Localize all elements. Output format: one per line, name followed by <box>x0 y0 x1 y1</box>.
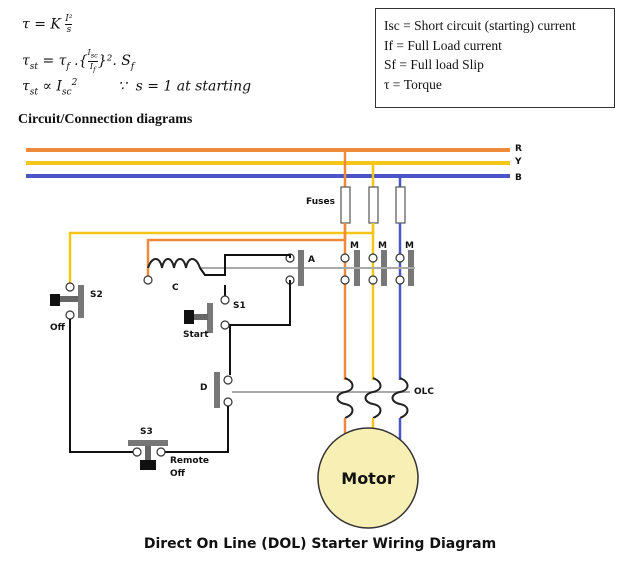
switch-s2-off-label: Off <box>50 323 66 333</box>
phase-label-b: B <box>515 173 522 183</box>
control-wire-black-d <box>165 406 229 453</box>
coil-c-label: C <box>172 283 179 293</box>
switch-s3 <box>128 440 168 470</box>
aux-contact-a-label: A <box>308 255 315 265</box>
legend-box: Isc = Short circuit (starting) current I… <box>375 8 615 108</box>
fuse-y <box>368 186 379 224</box>
legend-if: If = Full Load current <box>384 37 502 53</box>
control-wire-black-a <box>229 280 291 375</box>
contact-m-label-1: M <box>350 241 359 251</box>
diagram-caption: Direct On Line (DOL) Starter Wiring Diag… <box>143 536 497 552</box>
switch-s1 <box>184 295 230 333</box>
contact-m-label-2: M <box>378 241 387 251</box>
switch-s1-start-label: Start <box>183 330 209 340</box>
phase-label-y: Y <box>514 157 522 167</box>
fuses-label: Fuses <box>306 197 335 207</box>
aux-contact-a <box>298 250 304 286</box>
legend-sf: Sf = Full load Slip <box>384 57 484 72</box>
coil-c <box>147 258 201 269</box>
section-heading: Circuit/Connection diagrams <box>18 112 193 127</box>
contact-m-label-3: M <box>405 241 414 251</box>
control-wire-black-top <box>199 254 291 276</box>
olc-coils <box>336 377 409 419</box>
olc-label: OLC <box>414 387 434 397</box>
phase-label-r: R <box>515 144 522 154</box>
switch-s2 <box>50 282 84 320</box>
contact-d <box>214 372 220 408</box>
legend-isc: Isc = Short circuit (starting) current <box>384 18 576 33</box>
switch-s3-label: S3 <box>140 427 153 437</box>
contact-d-label: D <box>200 383 207 393</box>
motor <box>317 427 419 529</box>
remote-off-label-1: Remote <box>170 456 209 466</box>
switch-s2-label: S2 <box>90 290 103 300</box>
fuse-b <box>395 186 406 224</box>
legend-tau: τ = Torque <box>384 76 442 92</box>
switch-s1-label: S1 <box>233 301 246 311</box>
control-wire-black-left <box>69 319 133 453</box>
coil-feed-orange <box>146 223 347 280</box>
formula-proportional: τst ∝ Isc2 ∵ s = 1 at starting <box>22 78 252 98</box>
fuse-r <box>340 186 351 224</box>
motor-label: Motor <box>341 469 395 488</box>
remote-off-label-2: Off <box>170 469 186 479</box>
